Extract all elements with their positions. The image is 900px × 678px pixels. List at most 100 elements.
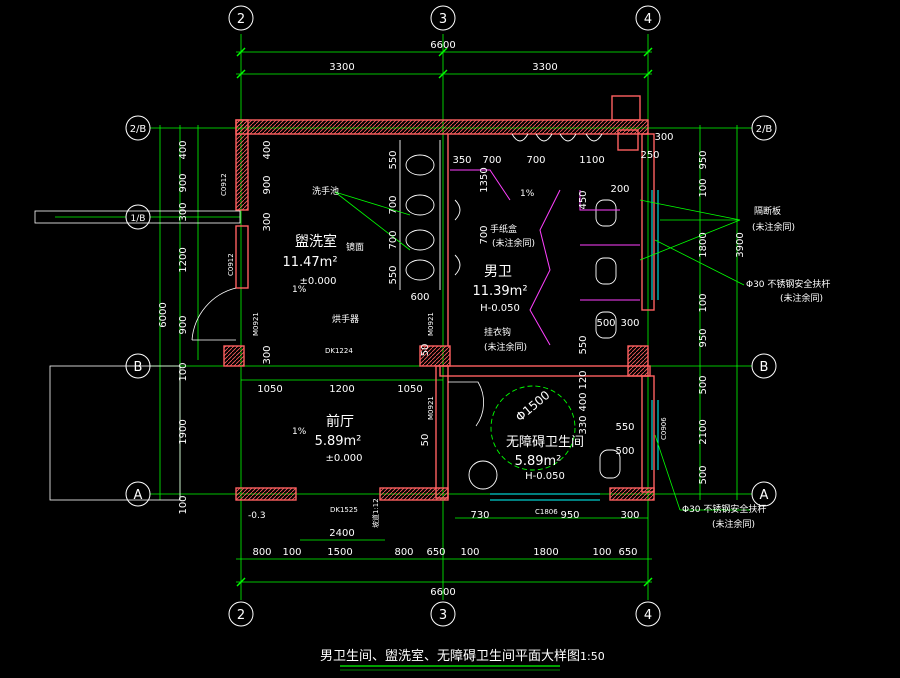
dim-wl-0: 400: [262, 140, 273, 159]
dim-acc-400: 400: [578, 392, 589, 411]
doors: [34, 210, 485, 501]
grid-label-2b-left: 2/B: [130, 124, 147, 135]
tag-dk1525: DK1525: [330, 506, 358, 514]
room-hall-area: 5.89m²: [315, 434, 362, 449]
windows: [490, 190, 659, 501]
dim-right-6: 2100: [698, 419, 709, 444]
grid-label-3-bottom: 3: [439, 608, 447, 623]
dimension-texts: 6600 3300 3300 6600 800 100 1500 800 650…: [252, 40, 673, 598]
dim-stall-200: 200: [610, 184, 629, 195]
dim-bottom-4: 650: [426, 547, 445, 558]
dim-left-6: 1900: [178, 419, 189, 444]
room-acc-area: 5.89m²: [515, 454, 562, 469]
dim-stall-450: 450: [578, 190, 589, 209]
dim-bottom-3: 800: [394, 547, 413, 558]
dimension-lines: [159, 47, 738, 587]
room-hall-name: 前厅: [326, 413, 354, 430]
drawing-scale: 1:50: [580, 650, 605, 663]
dim-wl-5: 300: [262, 345, 273, 364]
tag-ramp: 坡道1:12: [371, 498, 380, 528]
leader-lines: [334, 191, 750, 511]
dim-right-7: 500: [698, 465, 709, 484]
drawing-title: 男卫生间、盥洗室、无障碍卫生间平面大样图: [320, 648, 580, 664]
note-urinal-separator: 隔断板: [754, 205, 781, 217]
opening-tags: C0912 C0912 M0921 M0921 M0921 DK1224 DK1…: [220, 173, 668, 528]
tag-c1806: C1806: [535, 508, 558, 516]
grid-label-b-right: B: [760, 360, 769, 375]
room-acc-name: 无障碍卫生间: [506, 435, 584, 450]
dim-acc-2: 300: [620, 510, 639, 521]
dim-bottom-total: 6600: [430, 587, 455, 598]
dim-bottom-1: 100: [282, 547, 301, 558]
dim-wash-0: 550: [388, 150, 399, 169]
dim-right-1: 100: [698, 178, 709, 197]
note-level-outside: -0.3: [248, 511, 266, 521]
note-rail-2: Φ30 不锈钢安全扶杆: [682, 503, 766, 515]
note-paper: 手纸盒: [490, 223, 517, 235]
dim-acc-500: 500: [615, 446, 634, 457]
dim-right-4: 950: [698, 328, 709, 347]
dim-left-1: 900: [178, 173, 189, 192]
grid-label-a-left: A: [134, 488, 143, 503]
room-wash-level: ±0.000: [299, 276, 336, 287]
note-turn-circle: Φ1500: [513, 388, 553, 424]
tag-m0921-c: M0921: [427, 396, 435, 420]
note-paper-sub: (未注余同): [492, 237, 535, 249]
dim-hall-2: 1050: [397, 384, 422, 395]
dim-wash-600: 600: [410, 292, 429, 303]
dim-acc-0: 730: [470, 510, 489, 521]
dim-acc-550: 550: [615, 422, 634, 433]
dim-wash-2: 700: [388, 230, 399, 249]
tag-m0921-a: M0921: [252, 312, 260, 336]
dim-left-2: 300: [178, 202, 189, 221]
note-rail-1-sub: (未注余同): [780, 292, 823, 304]
dim-top-right: 3300: [532, 62, 557, 73]
grid-label-17b: 1/B: [131, 214, 146, 224]
dim-acc-330: 330: [578, 415, 589, 434]
dim-250: 250: [640, 150, 659, 161]
grid-label-4-bottom: 4: [644, 608, 652, 623]
dim-male-700: 700: [479, 225, 490, 244]
dim-left-7: 100: [178, 495, 189, 514]
dim-stall-550: 550: [578, 335, 589, 354]
dim-left-4: 900: [178, 315, 189, 334]
room-male-name: 男卫: [484, 264, 512, 280]
note-sink-row: 洗手池: [312, 185, 339, 197]
grid-label-4-top: 4: [644, 12, 652, 27]
dim-50-a: 50: [420, 344, 431, 357]
note-rail-2-sub: (未注余同): [712, 518, 755, 530]
dim-bottom-8: 650: [618, 547, 637, 558]
dim-left-0: 400: [178, 140, 189, 159]
dim-male-top-1: 700: [482, 155, 501, 166]
walls: [223, 95, 655, 501]
dim-wash-3: 550: [388, 265, 399, 284]
dim-stall-500: 500: [596, 318, 615, 329]
tag-c0912-a: C0912: [220, 173, 228, 196]
room-hall-level: ±0.000: [325, 453, 362, 464]
fixtures: [399, 133, 621, 490]
grid-label-2b-right: 2/B: [756, 124, 773, 135]
dim-wl-1: 900: [262, 175, 273, 194]
dim-acc-1: 950: [560, 510, 579, 521]
grid-label-2-top: 2: [237, 12, 245, 27]
tag-c0906: C0906: [660, 417, 668, 440]
note-urinal-separator-sub: (未注余同): [752, 221, 795, 233]
dim-left-5: 100: [178, 362, 189, 381]
note-slope-male: 1%: [520, 189, 535, 199]
dim-male-top-0: 350: [452, 155, 471, 166]
room-acc-level: H-0.050: [525, 471, 565, 482]
dim-door-2400: 2400: [329, 528, 354, 539]
dim-left-3: 1200: [178, 247, 189, 272]
tag-dk1224: DK1224: [325, 347, 353, 355]
vertical-dimension-texts: 400 900 300 1200 900 100 1900 100 6000 9…: [158, 140, 746, 514]
dim-bottom-0: 800: [252, 547, 271, 558]
dim-300: 300: [654, 132, 673, 143]
room-wash-name: 盥洗室: [295, 233, 337, 250]
dim-bottom-7: 100: [592, 547, 611, 558]
dim-acc-120: 120: [578, 370, 589, 389]
drawing-title-block: 男卫生间、盥洗室、无障碍卫生间平面大样图 1:50: [320, 648, 605, 671]
dim-bottom-2: 1500: [327, 547, 352, 558]
note-hand-dryer: 烘手器: [332, 313, 359, 325]
tag-m0921-b: M0921: [427, 312, 435, 336]
note-slope-1: 1%: [292, 285, 307, 295]
